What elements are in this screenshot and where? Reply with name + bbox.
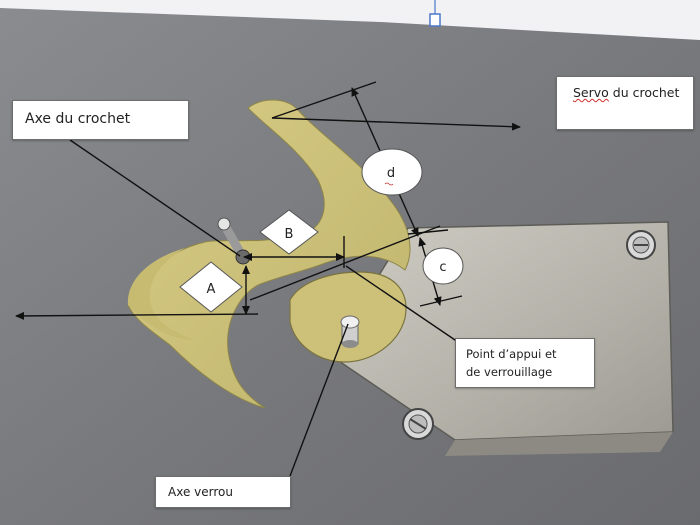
dimension-d-label: d <box>387 166 395 181</box>
plate-screw-top <box>626 230 656 260</box>
dimension-b-label: B <box>285 227 294 242</box>
label-axe-verrou: Axe verrou <box>155 476 291 508</box>
label-point-appui: Point d’appui et de verrouillage <box>455 338 595 388</box>
label-axe-verrou-text: Axe verrou <box>168 485 233 499</box>
dimension-a-marker: A <box>179 261 243 313</box>
label-servo-word: Servo <box>573 85 609 100</box>
page-edge <box>0 0 700 40</box>
latch-axis-pin <box>340 315 360 348</box>
dimension-d-marker: d <box>361 148 423 196</box>
label-axe-du-crochet-text: Axe du crochet <box>25 111 131 127</box>
label-point-appui-line2: de verrouillage <box>466 365 553 379</box>
plate-screw-bottom <box>402 408 434 440</box>
dimension-b-marker: B <box>259 209 319 255</box>
dimension-c-label: c <box>439 260 446 275</box>
dimension-c-marker: c <box>422 247 464 285</box>
label-servo-rest: du crochet <box>608 85 680 100</box>
label-axe-du-crochet: Axe du crochet <box>12 100 189 140</box>
label-servo-du-crochet: Servo du crochet <box>556 76 694 130</box>
hook-claw <box>127 248 195 340</box>
dimension-a-label: A <box>207 282 216 297</box>
label-point-appui-line1: Point d’appui et <box>466 347 557 361</box>
metal-plate-edge <box>445 432 673 456</box>
selection-handle <box>429 13 441 27</box>
